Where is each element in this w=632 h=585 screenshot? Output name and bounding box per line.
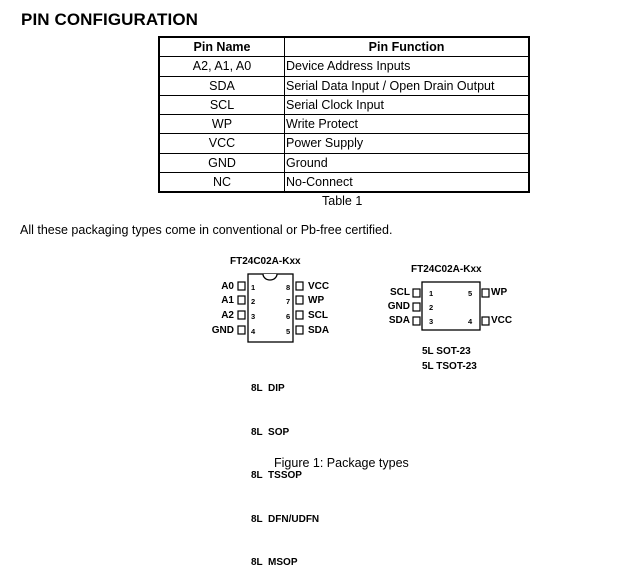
dip-pin-label: A1 <box>221 295 234 306</box>
table-row: WP Write Protect <box>158 114 530 135</box>
dip-pin-number: 2 <box>251 297 256 306</box>
sot-package-body <box>412 281 490 331</box>
dip-pin-label: SCL <box>308 310 328 321</box>
pin-table: Pin Name Pin Function A2, A1, A0 Device … <box>158 36 530 194</box>
sot-pin-number: 5 <box>468 289 473 298</box>
sot-pin-number: 4 <box>468 317 473 326</box>
pin-name-cell: VCC <box>158 133 285 154</box>
sot-pin-label: SDA <box>388 315 410 326</box>
dip-pin-label: VCC <box>308 281 330 292</box>
dip-package-title: FT24C02A-Kxx <box>230 256 301 267</box>
dip-pin-number: 4 <box>251 327 256 336</box>
sot-pin-label: WP <box>491 287 508 298</box>
package-type-item: 8L DFN/UDFN <box>251 513 320 525</box>
sot-pin-number: 1 <box>429 289 434 298</box>
pin-name-cell: SCL <box>158 94 285 116</box>
pin-function-cell: No-Connect <box>284 172 530 193</box>
dip-pin-number: 8 <box>286 283 291 292</box>
table-row: GND Ground <box>158 152 530 174</box>
dip-pin-number: 6 <box>286 312 291 321</box>
table-row: SDA Serial Data Input / Open Drain Outpu… <box>158 75 530 96</box>
sot-pin-number: 3 <box>429 317 434 326</box>
package-type-item: 8L SOP <box>251 426 290 438</box>
figure-caption: Figure 1: Package types <box>274 456 409 470</box>
dip-pin-label: GND <box>211 325 234 336</box>
package-type-item: 8L DIP <box>251 383 285 394</box>
table-row: A2, A1, A0 Device Address Inputs <box>158 56 530 77</box>
pin-function-cell: Serial Data Input / Open Drain Output <box>284 75 530 96</box>
pin-name-cell: NC <box>158 172 285 193</box>
pin-name-cell: SDA <box>158 75 285 96</box>
package-type-item: 8L MSOP <box>251 557 298 568</box>
table-caption: Table 1 <box>322 194 363 208</box>
pin-function-cell: Device Address Inputs <box>284 56 530 77</box>
pin-function-cell: Write Protect <box>284 114 530 135</box>
package-type-item: 5L SOT-23 <box>422 346 471 357</box>
header-pin-function: Pin Function <box>284 36 530 58</box>
dip-pin-number: 7 <box>286 297 291 306</box>
table-row: NC No-Connect <box>158 172 530 193</box>
dip-pin-label: SDA <box>308 325 330 336</box>
pin-function-cell: Ground <box>284 152 530 174</box>
sot-pin-label: SCL <box>390 287 410 298</box>
dip-package-body <box>237 273 304 343</box>
table-row: VCC Power Supply <box>158 133 530 154</box>
section-heading: PIN CONFIGURATION <box>21 10 199 29</box>
sot-pin-number: 2 <box>429 303 434 312</box>
package-type-item: 5L TSOT-23 <box>422 360 477 372</box>
dip-pin-label: WP <box>308 295 325 306</box>
packaging-note: All these packaging types come in conven… <box>20 223 393 237</box>
dip-pin-number: 3 <box>251 312 256 321</box>
dip-pin-label: A0 <box>221 281 234 292</box>
pin-name-cell: WP <box>158 114 285 135</box>
table-header-row: Pin Name Pin Function <box>158 36 530 58</box>
dip-pin-number: 5 <box>286 327 291 336</box>
pin-function-cell: Serial Clock Input <box>284 94 530 116</box>
package-type-item: 8L TSSOP <box>251 470 302 481</box>
sot-pin-label: GND <box>387 301 410 312</box>
pin-name-cell: GND <box>158 152 285 174</box>
sot-package-types: 5L SOT-23 5L TSOT-23 <box>422 345 477 374</box>
pin-name-cell: A2, A1, A0 <box>158 56 285 77</box>
header-pin-name: Pin Name <box>158 36 285 58</box>
sot-pin-label: VCC <box>491 315 513 326</box>
dip-pin-label: A2 <box>221 310 234 321</box>
table-row: SCL Serial Clock Input <box>158 94 530 116</box>
sot-package-title: FT24C02A-Kxx <box>411 264 482 275</box>
pin-function-cell: Power Supply <box>284 133 530 154</box>
dip-pin-number: 1 <box>251 283 256 292</box>
